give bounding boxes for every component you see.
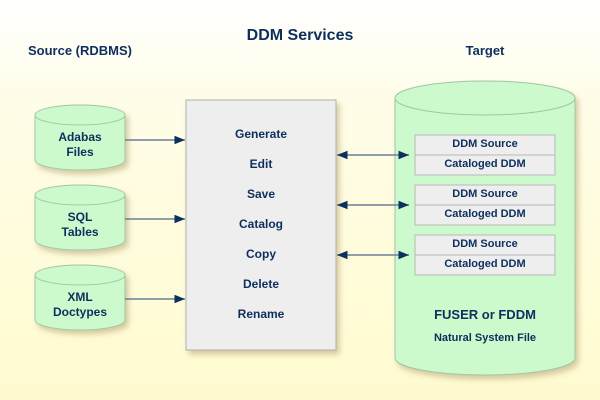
source-adabas-line1: Adabas xyxy=(58,130,102,144)
target-entry-1-box xyxy=(414,134,556,176)
target-file-name: FUSER or FDDM xyxy=(434,307,536,322)
source-cylinder-sql xyxy=(34,184,126,251)
source-sql-line2: Tables xyxy=(61,225,99,239)
source-cylinder-adabas xyxy=(34,104,126,171)
source-sql-label: SQL Tables xyxy=(35,210,125,240)
target-entry-3-box xyxy=(414,234,556,276)
target-file-subtitle: Natural System File xyxy=(433,332,537,344)
source-heading: Source (RDBMS) xyxy=(27,43,132,58)
target-entry-1-source: DDM Source xyxy=(452,138,518,150)
service-delete: Delete xyxy=(242,277,280,291)
target-heading: Target xyxy=(465,43,505,58)
source-xml-line1: XML xyxy=(67,290,93,304)
service-rename: Rename xyxy=(237,307,285,321)
target-entry-2-source: DDM Source xyxy=(452,188,518,200)
source-cylinder-xml xyxy=(34,264,126,331)
target-entry-2-box xyxy=(414,184,556,226)
diagram-title: DDM Services xyxy=(246,27,354,44)
source-xml-line2: Doctypes xyxy=(52,305,108,319)
target-cylinder xyxy=(394,80,576,376)
target-entry-2-cataloged: Cataloged DDM xyxy=(444,208,526,220)
service-generate: Generate xyxy=(234,127,288,141)
source-sql-line1: SQL xyxy=(67,210,93,224)
service-edit: Edit xyxy=(249,157,273,171)
service-catalog: Catalog xyxy=(238,217,283,231)
source-xml-label: XML Doctypes xyxy=(35,290,125,320)
target-entry-1-cataloged: Cataloged DDM xyxy=(444,158,526,170)
source-adabas-line2: Files xyxy=(66,145,94,159)
target-entry-3-cataloged: Cataloged DDM xyxy=(444,258,526,270)
target-entry-3-source: DDM Source xyxy=(452,238,518,250)
services-box xyxy=(185,99,337,351)
service-save: Save xyxy=(246,187,276,201)
source-adabas-label: Adabas Files xyxy=(35,130,125,160)
service-copy: Copy xyxy=(246,247,276,261)
